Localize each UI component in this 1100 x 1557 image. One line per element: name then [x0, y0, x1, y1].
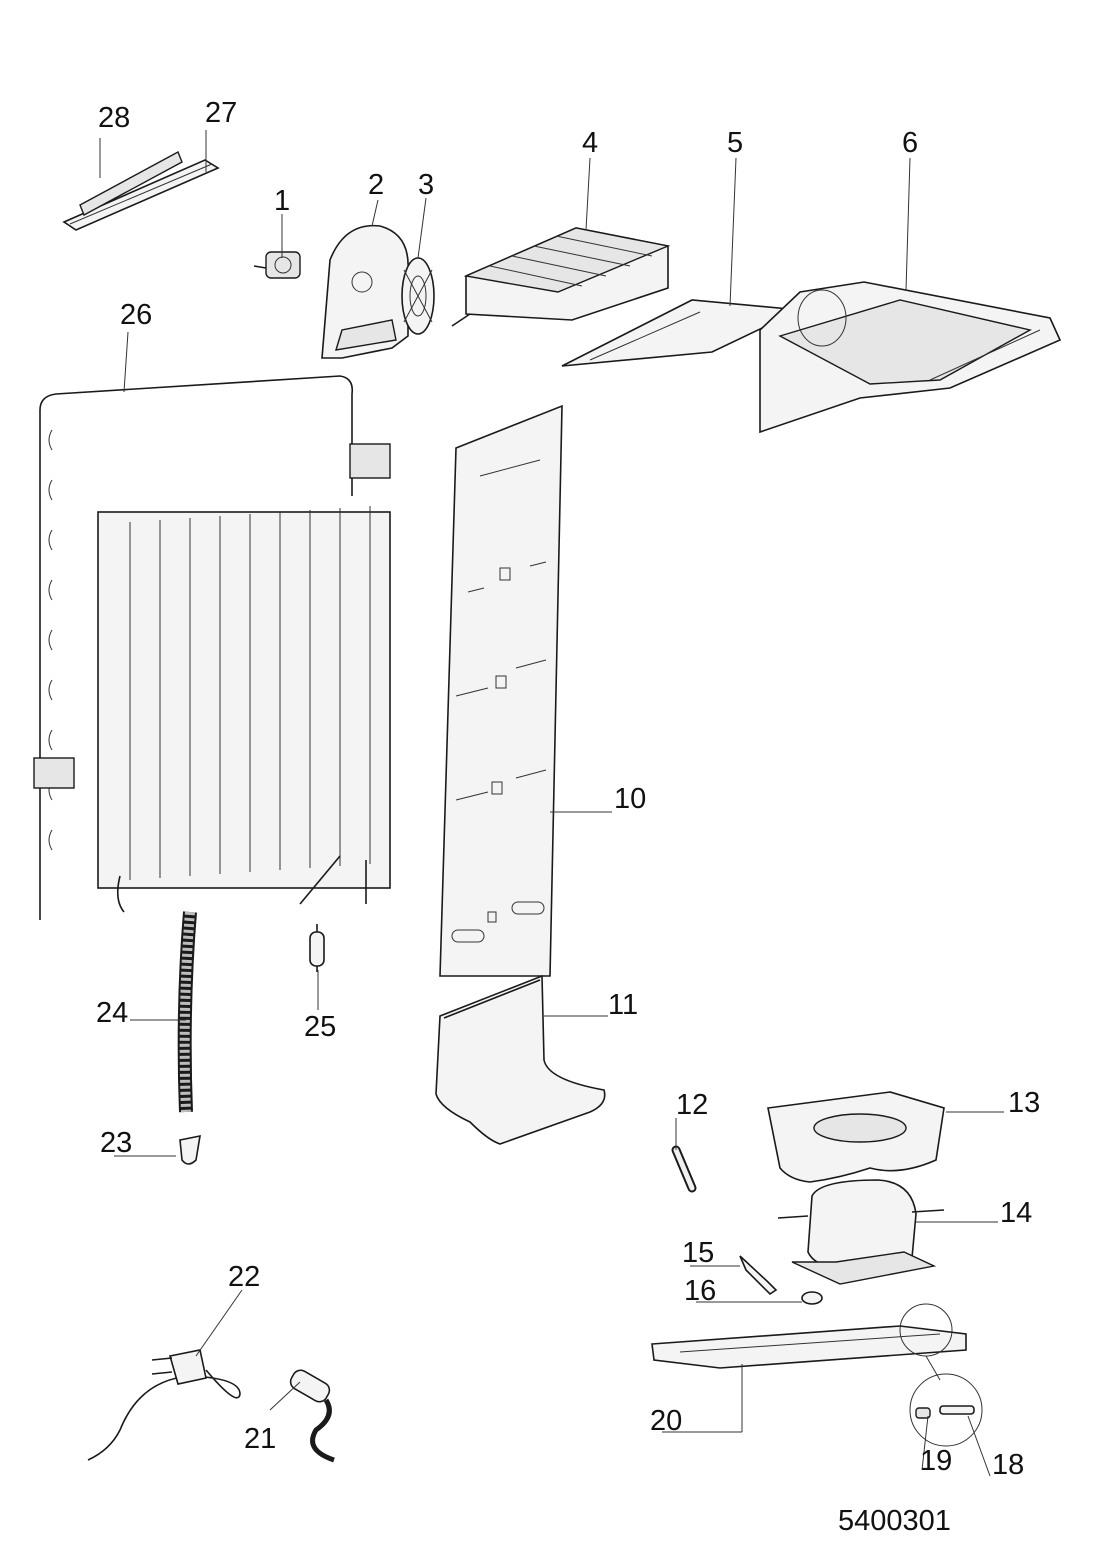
callout-15: 15 [682, 1237, 714, 1269]
callout-13: 13 [1008, 1087, 1040, 1119]
callout-23: 23 [100, 1127, 132, 1159]
callout-20: 20 [650, 1405, 682, 1437]
callout-18: 18 [992, 1449, 1024, 1481]
callout-26: 26 [120, 299, 152, 331]
callout-16: 16 [684, 1275, 716, 1307]
part-16-grommet [801, 1291, 823, 1305]
part-2-fan-housing [321, 224, 409, 359]
part-13-tray [767, 1091, 945, 1183]
callout-1: 1 [274, 185, 290, 217]
part-4-evaporator [451, 227, 671, 327]
part-20-base-rail [651, 1303, 967, 1381]
callout-28: 28 [98, 102, 130, 134]
callout-3: 3 [418, 169, 434, 201]
callout-21: 21 [244, 1423, 276, 1455]
callout-2: 2 [368, 169, 384, 201]
callout-19: 19 [920, 1445, 952, 1477]
part-18-19-detail [909, 1373, 983, 1447]
callout-4: 4 [582, 127, 598, 159]
part-27-28-trim-strip [62, 151, 220, 231]
part-21-capacitor [289, 1369, 335, 1463]
part-26-condenser [33, 375, 391, 920]
callout-27: 27 [205, 97, 237, 129]
document-number: 5400301 [838, 1505, 951, 1537]
callout-25: 25 [304, 1011, 336, 1043]
part-15-bracket [739, 1255, 778, 1296]
part-14-compressor [777, 1179, 945, 1285]
part-1-fan-motor-clip [253, 251, 301, 279]
callout-14: 14 [1000, 1197, 1032, 1229]
part-11-lower-cover [435, 974, 606, 1145]
part-3-fan-wheel [401, 257, 435, 335]
part-25-filter-drier [309, 924, 325, 972]
part-24-drain-hose [177, 911, 197, 1113]
callout-24: 24 [96, 997, 128, 1029]
callout-labels: 28 27 1 2 3 4 5 6 26 10 11 12 13 14 15 1… [96, 97, 1040, 1481]
callout-10: 10 [614, 783, 646, 815]
part-12-pin [671, 1145, 697, 1193]
callout-6: 6 [902, 127, 918, 159]
callout-22: 22 [228, 1261, 260, 1293]
part-22-power-cord [87, 1349, 241, 1461]
callout-11: 11 [608, 989, 638, 1021]
callout-12: 12 [676, 1089, 708, 1121]
leader-lines [99, 130, 1004, 1477]
part-23-hose-cap [179, 1134, 201, 1165]
callout-5: 5 [727, 127, 743, 159]
part-10-back-panel [439, 404, 563, 977]
part-6-air-duct [759, 281, 1062, 434]
